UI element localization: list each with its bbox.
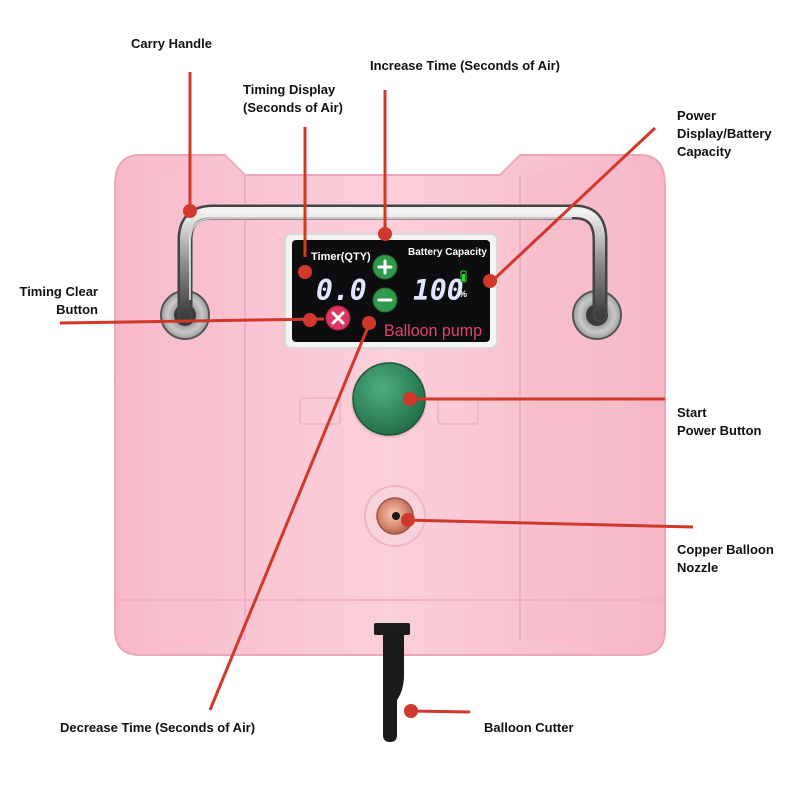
increase-time-dot bbox=[378, 227, 392, 241]
timer-label: Timer(QTY) bbox=[311, 251, 371, 263]
timing-clear-leader bbox=[59, 317, 325, 325]
callout-lines bbox=[59, 72, 694, 714]
carry-handle[interactable] bbox=[177, 204, 608, 323]
timing-clear-button[interactable] bbox=[325, 305, 351, 331]
label-copper-nozzle: Copper Balloon Nozzle bbox=[677, 542, 774, 575]
balloon-cutter-leader bbox=[410, 709, 471, 714]
decrease-time-dot bbox=[362, 316, 376, 330]
decrease-time-button[interactable] bbox=[372, 287, 398, 313]
battery-readout: 100 bbox=[413, 274, 464, 307]
copper-nozzle-leader bbox=[402, 518, 694, 529]
plus-icon bbox=[377, 259, 393, 275]
battery-icon bbox=[460, 270, 467, 283]
timing-clear-dot bbox=[303, 313, 317, 327]
start-power-button[interactable] bbox=[351, 362, 427, 438]
battery-label: Battery Capacity bbox=[408, 247, 487, 258]
label-balloon-cutter: Balloon Cutter bbox=[484, 720, 574, 735]
copper-nozzle bbox=[364, 485, 426, 547]
brand-text: Balloon pump bbox=[384, 321, 482, 340]
percent-sign: % bbox=[459, 289, 467, 299]
label-start-power: Start Power Button bbox=[677, 405, 762, 438]
start-power-dot bbox=[403, 392, 417, 406]
timing-display-dot bbox=[298, 265, 312, 279]
label-timing-display: Timing Display (Seconds of Air) bbox=[243, 82, 343, 115]
carry-handle-dot bbox=[183, 204, 197, 218]
power-display-leader bbox=[488, 126, 657, 285]
decrease-time-leader bbox=[208, 321, 372, 711]
balloon-cutter[interactable] bbox=[374, 623, 410, 742]
label-power-display: Power Display/Battery Capacity bbox=[677, 108, 772, 159]
power-display-dot bbox=[483, 274, 497, 288]
copper-nozzle-dot bbox=[401, 513, 415, 527]
close-icon bbox=[331, 311, 345, 325]
label-increase-time: Increase Time (Seconds of Air) bbox=[370, 58, 561, 73]
label-timing-clear: Timing Clear Button bbox=[19, 284, 98, 317]
label-decrease-time: Decrease Time (Seconds of Air) bbox=[60, 720, 256, 735]
timer-readout: 0.0 bbox=[316, 274, 367, 307]
label-carry-handle: Carry Handle bbox=[131, 36, 212, 51]
callout-dots bbox=[183, 204, 497, 718]
increase-time-button[interactable] bbox=[372, 254, 398, 280]
balloon-cutter-dot bbox=[404, 704, 418, 718]
